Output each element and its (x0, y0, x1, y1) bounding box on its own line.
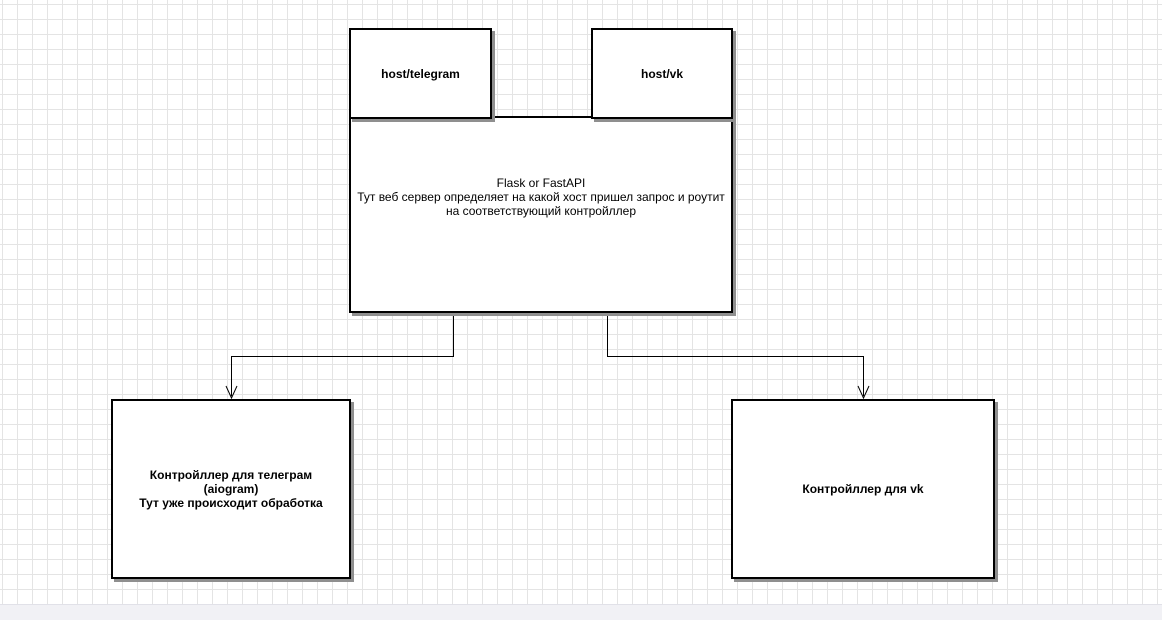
telegram-controller-title: Контройллер для телеграм (149, 468, 313, 482)
host-telegram-box[interactable]: host/telegram (349, 28, 492, 119)
web-server-box[interactable]: Flask or FastAPI Тут веб сервер определя… (349, 116, 733, 313)
telegram-controller-library: (aiogram) (203, 482, 259, 496)
edge-server-to-vk-controller[interactable] (607, 312, 864, 396)
web-server-title: Flask or FastAPI (496, 175, 586, 190)
arrowhead-vk-controller (857, 385, 870, 400)
web-server-description-line-1: Тут веб сервер определяет на какой хост … (357, 189, 725, 204)
host-vk-label: host/vk (640, 66, 683, 81)
edge-server-to-telegram-controller[interactable] (231, 312, 454, 396)
host-telegram-label: host/telegram (381, 66, 460, 81)
web-server-label: Flask or FastAPI Тут веб сервер определя… (351, 176, 731, 218)
telegram-controller-label: Контройллер для телеграм (aiogram) Тут у… (133, 468, 328, 510)
vk-controller-box[interactable]: Контройллер для vk (731, 399, 995, 579)
arrowhead-telegram-controller (225, 385, 238, 400)
telegram-controller-box[interactable]: Контройллер для телеграм (aiogram) Тут у… (111, 399, 351, 579)
vk-controller-label: Контройллер для vk (802, 482, 924, 496)
telegram-controller-description: Тут уже происходит обработка (139, 496, 323, 510)
host-vk-box[interactable]: host/vk (591, 28, 733, 119)
canvas-bottom-strip (0, 604, 1162, 620)
web-server-description-line-2: на соответствующий контройллер (445, 203, 637, 218)
